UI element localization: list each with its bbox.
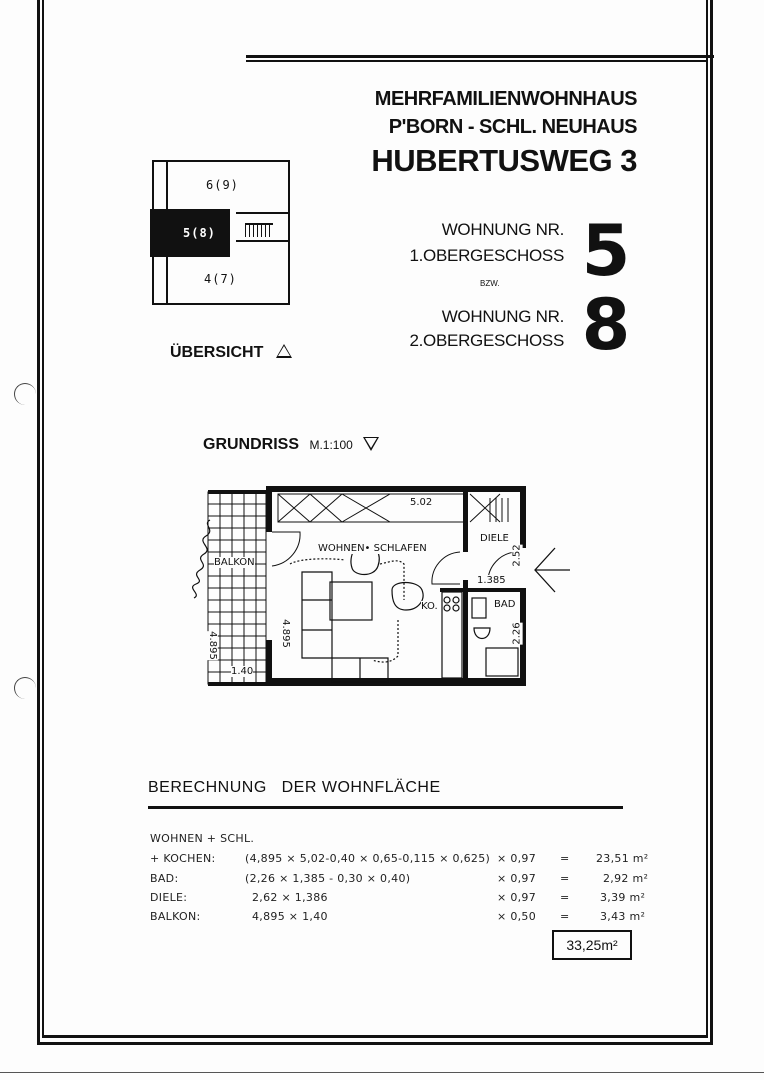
page-border-inner xyxy=(42,0,708,1038)
separator-text: BZW. xyxy=(480,279,500,288)
calc-row-formula: 2,62 × 1,386 xyxy=(252,891,328,904)
calculation-rule xyxy=(148,806,623,809)
floorplan-scale: M.1:100 xyxy=(309,438,353,452)
calc-row-eq: = xyxy=(560,910,570,923)
triangle-up-icon xyxy=(275,344,292,358)
room-label-hall: DIELE xyxy=(480,533,509,544)
calc-row-label: WOHNEN + SCHL. xyxy=(150,832,255,845)
calc-row-label: BALKON: xyxy=(150,910,201,923)
calc-row-formula: (2,26 × 1,385 - 0,30 × 0,40) xyxy=(245,872,411,885)
apartment-number-1: 5 xyxy=(581,210,631,292)
room-label-kitchen: KO. xyxy=(421,601,438,612)
overview-highlighted-unit xyxy=(150,209,230,257)
street-address: HUBERTUSWEG 3 xyxy=(371,143,637,178)
punch-hole-icon xyxy=(14,677,36,699)
dimension-top-width: 5.02 xyxy=(410,497,433,508)
overview-title: ÜBERSICHT xyxy=(170,343,292,362)
apartment-label-2: WOHNUNG NR. xyxy=(441,307,565,326)
calc-row-result: 23,51 m² xyxy=(596,852,649,865)
apartment-label-1: WOHNUNG NR. xyxy=(441,220,565,239)
calc-row-result: 3,39 m² xyxy=(600,891,646,904)
location: P'BORN - SCHL. NEUHAUS xyxy=(388,116,638,138)
calc-row-label: + KOCHEN: xyxy=(150,852,216,865)
apartment-floor-1: 1.OBERGESCHOSS xyxy=(409,246,564,265)
calc-row-eq: = xyxy=(560,872,570,885)
room-label-bath: BAD xyxy=(494,599,516,610)
calc-row-factor: × 0,50 xyxy=(497,910,537,923)
apartment-floor-2: 2.OBERGESCHOSS xyxy=(409,331,564,350)
calc-row-factor: × 0,97 xyxy=(497,872,537,885)
calc-row-result: 2,92 m² xyxy=(603,872,649,885)
overview-unit-top: 6(9) xyxy=(206,178,239,192)
total-area: 33,25m² xyxy=(552,930,632,960)
punch-hole-icon xyxy=(14,383,36,405)
building-type: MEHRFAMILIENWOHNHAUS xyxy=(374,88,638,110)
overview-unit-highlighted: 5(8) xyxy=(183,226,216,240)
title-block-rule xyxy=(246,60,708,62)
floorplan-drawing xyxy=(191,486,570,686)
room-label-balcony: BALKON xyxy=(214,557,255,568)
apartment-number-2: 8 xyxy=(581,284,631,366)
dimension-balcony-width: 1.40 xyxy=(231,666,254,677)
calculation-title: BERECHNUNG DER WOHNFLÄCHE xyxy=(148,779,441,796)
dimension-hall-width: 1.385 xyxy=(477,575,506,586)
overview-staircase-icon xyxy=(245,223,273,237)
calc-row-factor: × 0,97 xyxy=(497,852,537,865)
calc-row-result: 3,43 m² xyxy=(600,910,646,923)
calc-row-formula: (4,895 × 5,02-0,40 × 0,65-0,115 × 0,625) xyxy=(245,852,491,865)
room-label-living: WOHNEN• SCHLAFEN xyxy=(318,543,427,554)
dimension-bath-depth: 2.26 xyxy=(511,622,523,645)
dimension-balcony-depth: 4.895 xyxy=(206,631,218,660)
triangle-down-icon xyxy=(363,437,380,451)
page-edge-line xyxy=(0,1072,764,1073)
page-border-outer xyxy=(37,0,713,1045)
calc-row-eq: = xyxy=(560,891,570,904)
calc-row-label: BAD: xyxy=(150,872,179,885)
calc-row-label: DIELE: xyxy=(150,891,188,904)
overview-unit-bottom: 4(7) xyxy=(204,272,237,286)
calc-row-eq: = xyxy=(560,852,570,865)
floorplan-title: GRUNDRISS M.1:100 xyxy=(203,435,380,454)
dimension-hall-depth: 2.52 xyxy=(511,544,523,567)
dimension-room-depth: 4.895 xyxy=(279,619,291,648)
calc-row-formula: 4,895 × 1,40 xyxy=(252,910,328,923)
calc-row-factor: × 0,97 xyxy=(497,891,537,904)
title-block-rule xyxy=(246,55,714,58)
overview-plan: 6(9) 5(8) 4(7) xyxy=(150,160,290,305)
